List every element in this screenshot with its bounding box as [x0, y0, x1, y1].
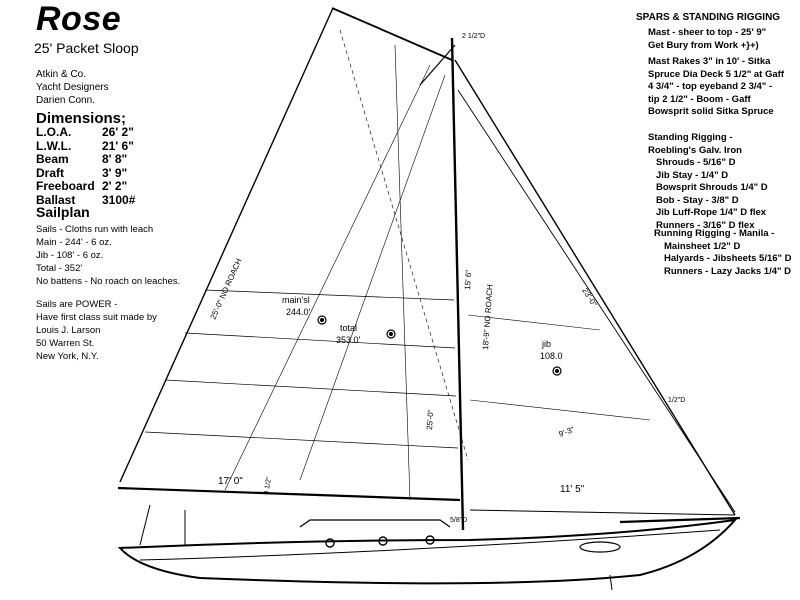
dimension-row: L.O.A. 26' 2" — [36, 125, 135, 140]
mainsl-area: 244.0' — [286, 307, 311, 317]
jib-stay-dim: 1/2"D — [668, 397, 685, 404]
sailplan-line: Sails - Cloths run with leach — [36, 224, 154, 235]
power-line: 50 Warren St. — [36, 338, 95, 349]
dimension-label: Ballast — [36, 192, 76, 207]
battens-note: No battens - No roach on leaches. — [36, 276, 181, 287]
bowsprit — [619, 516, 741, 524]
designer-line: Yacht Designers — [36, 82, 109, 93]
total-area: 353.0' — [336, 335, 361, 345]
boom-length: 17' 0" — [218, 476, 243, 487]
jib-foot-length: 11' 5" — [560, 484, 585, 495]
sailplan-heading: Sailplan — [36, 204, 90, 220]
sailplan-line: Main - 244' - 6 oz. — [36, 237, 112, 248]
running-line: Running Rigging - Manila - — [654, 228, 775, 239]
jib-luff — [457, 89, 736, 513]
power-line: New York, N.Y. — [36, 351, 99, 362]
dimension-label: Freeboard — [36, 179, 95, 193]
gaff — [331, 7, 453, 61]
designer-line: Darien Conn. — [36, 95, 95, 106]
standing-line: Jib Stay - 1/4" D — [656, 169, 729, 181]
sailplan-lines: Sails - Cloths run with leach Main - 244… — [36, 223, 153, 275]
spars-line: Mast Rakes 3" in 10' - Sitka — [648, 56, 771, 67]
dimension-row: L.W.L. 21' 6" — [36, 138, 135, 154]
dimension-row: Freeboard 2' 2" — [36, 179, 135, 194]
power-line: Louis J. Larson — [36, 325, 101, 336]
dim-3: 3 1/2" — [263, 476, 273, 496]
dimension-label: Draft — [36, 165, 65, 180]
dimension-value: 21' 6" — [102, 138, 134, 153]
dimension-label: L.W.L. — [36, 138, 72, 153]
hull — [117, 518, 738, 585]
dimension-label: Beam — [36, 152, 69, 166]
main-leech — [119, 7, 334, 483]
running-line: Halyards - Jibsheets 5/16" D — [664, 253, 792, 264]
gaff-dim: 15' 6" — [463, 269, 473, 290]
jib-label: jib — [541, 339, 551, 349]
dimensions-heading: Dimensions; — [36, 110, 127, 127]
standing-line: Bowsprit Shrouds 1/4" D — [656, 182, 768, 193]
running-line: Runners - Lazy Jacks 1/4" D — [664, 265, 792, 277]
designer-line: Atkin & Co. — [36, 69, 87, 80]
designer-block: Atkin & Co. Yacht Designers Darien Conn. — [36, 68, 109, 107]
boat-name: Rose — [36, 0, 122, 38]
standing-line: Shrouds - 5/16" D — [656, 157, 736, 168]
sailplan-line: Jib - 108' - 6 oz. — [36, 250, 104, 261]
dimension-value: 2' 2" — [102, 179, 128, 193]
spars-line: Get Bury from Work +}+) — [648, 39, 759, 51]
dimension-row: Beam 8' 8" — [36, 152, 135, 167]
dimension-label: L.O.A. — [36, 125, 72, 139]
power-line: Have first class suit made by — [36, 312, 157, 323]
spars-line: tip 2 1/2" - Boom - Gaff — [648, 93, 751, 105]
spars-line: Mast - sheer to top - 25' 9" — [648, 27, 767, 38]
power-note: Sails are POWER - Have first class suit … — [36, 298, 157, 363]
standing-rigging: Standing Rigging - Roebling's Galv. Iron… — [648, 132, 768, 232]
dimension-value: 8' 8" — [102, 152, 128, 166]
standing-line: Standing Rigging - — [648, 132, 733, 143]
sailplan-line: Total - 352' — [36, 263, 83, 274]
boat-type: 25' Packet Sloop — [34, 40, 139, 56]
standing-line: Roebling's Galv. Iron — [648, 144, 742, 156]
boom — [117, 486, 461, 502]
jib-foot — [469, 509, 736, 516]
dim-25: 25'-0" — [425, 409, 435, 430]
mast — [450, 37, 465, 531]
mast-foot-dim: 5/8"D — [450, 517, 467, 524]
standing-line: Jib Luff-Rope 1/4" D flex — [656, 207, 767, 218]
dimension-value: 3' 9" — [102, 165, 128, 180]
dim-93: 9'-3" — [558, 425, 576, 439]
spars-line: Spruce Dia Deck 5 1/2" at Gaff — [648, 68, 784, 80]
dimension-value: 3100# — [102, 192, 136, 207]
spars-line: Bowsprit solid Sitka Spruce — [648, 106, 774, 117]
spars-line: 4 3/4" - top eyeband 2 3/4" - — [648, 81, 773, 92]
dimensions-table: L.O.A. 26' 2" L.W.L. 21' 6" Beam 8' 8" Draf… — [36, 125, 136, 208]
standing-line: Bob - Stay - 3/8" D — [656, 194, 739, 206]
dimension-value: 26' 2" — [102, 125, 134, 139]
jib-stay — [454, 59, 736, 516]
mainsl-label: main'sl — [282, 295, 310, 305]
running-line: Mainsheet 1/2" D — [664, 240, 741, 252]
power-line: Sails are POWER - — [36, 299, 118, 310]
total-label: total — [340, 323, 357, 333]
jib-area: 108.0 — [540, 351, 563, 361]
main-leech-dim: 18'-9" NO ROACH — [481, 284, 495, 350]
spars-notes: Mast - sheer to top - 25' 9" Get Bury fr… — [648, 27, 784, 119]
main-luff-dim: 25'-0" NO ROACH — [209, 257, 244, 321]
standing-line: Runners - 3/16" D flex — [656, 219, 755, 231]
mast-tip-dim: 2 1/2"D — [462, 33, 485, 40]
running-rigging: Running Rigging - Manila - Mainsheet 1/2… — [654, 228, 792, 278]
dimension-row: Draft 3' 9" — [36, 165, 135, 181]
dimension-row: Ballast 3100# — [36, 192, 136, 208]
spars-heading: SPARS & STANDING RIGGING — [636, 12, 781, 23]
